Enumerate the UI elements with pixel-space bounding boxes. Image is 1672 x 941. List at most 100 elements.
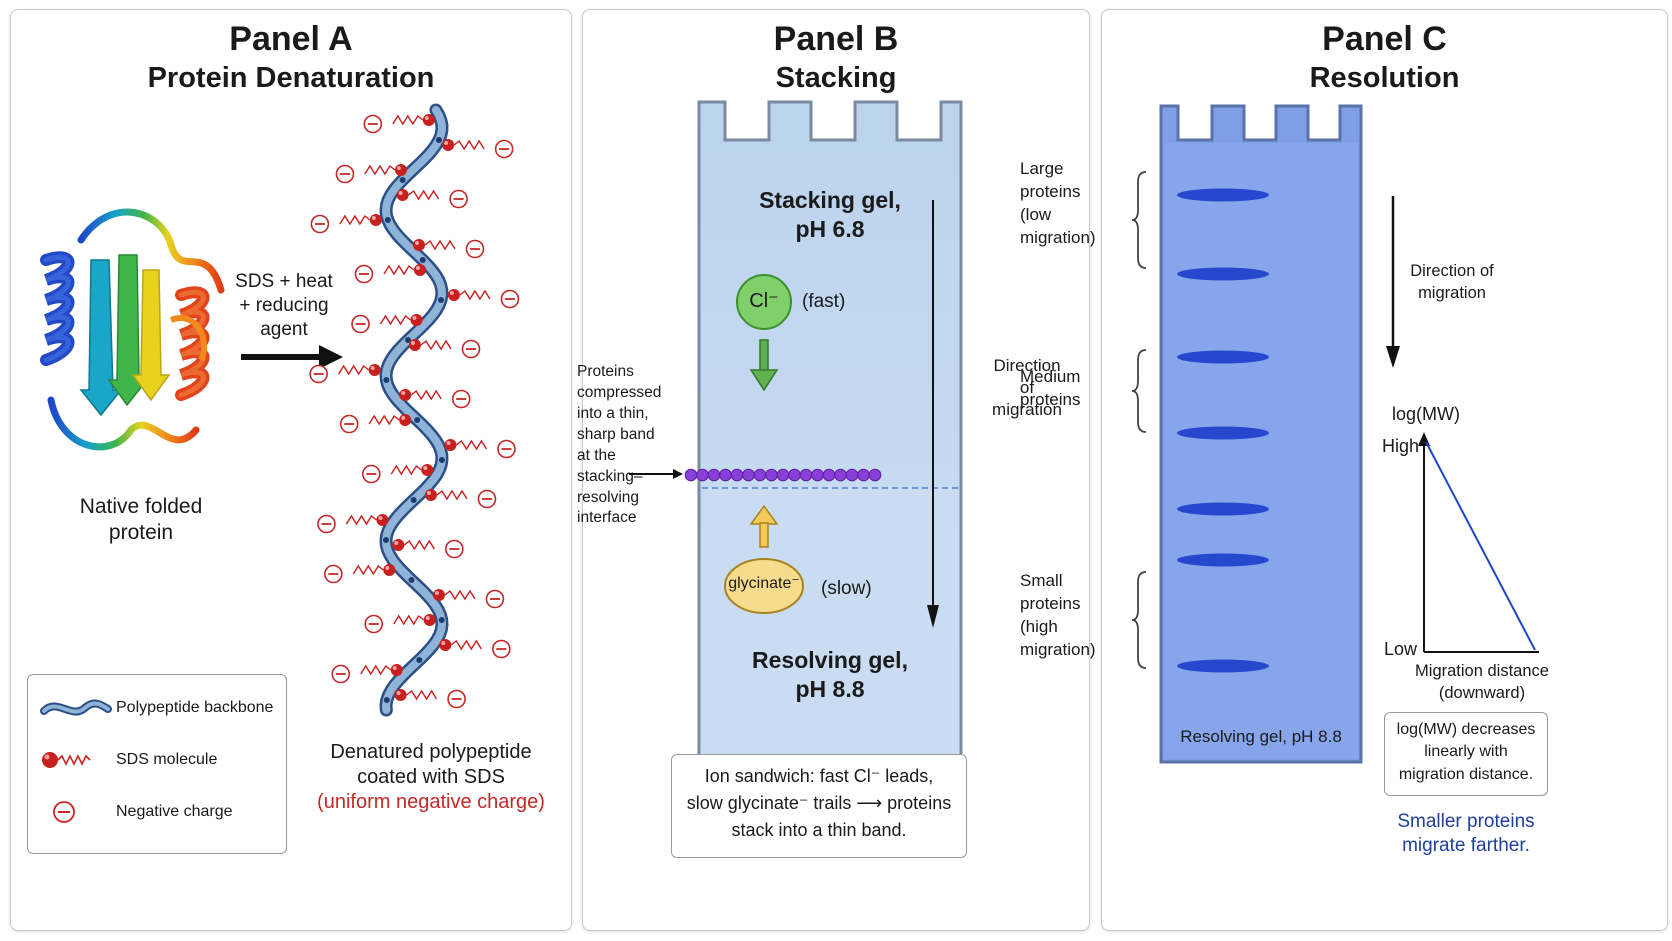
- sds-head: [369, 214, 382, 226]
- relation-box: log(MW) decreases linearly with migratio…: [1384, 712, 1548, 796]
- legend-backbone: Polypeptide backbone: [38, 693, 273, 723]
- glycinate-speed: (slow): [821, 578, 872, 599]
- backbone-icon: [40, 699, 112, 716]
- protein-bead: [811, 468, 824, 482]
- sds-tail: [453, 139, 485, 151]
- protein-bead: [845, 468, 859, 482]
- sds-highlight: [394, 541, 399, 545]
- sds-tail: [450, 639, 482, 651]
- sds-highlight: [401, 416, 406, 420]
- sds-tail: [410, 389, 442, 401]
- panel-b-title: Panel B: [773, 20, 899, 58]
- treatment-label: SDS + heat + reducing agent: [235, 271, 333, 340]
- native-protein-ribbon: [40, 208, 225, 451]
- sds-tail: [392, 114, 424, 126]
- plot-ylabel: log(MW): [1392, 404, 1460, 424]
- glycinate-ion: [724, 558, 804, 614]
- sds-tail: [393, 614, 425, 626]
- sds-head: [442, 139, 455, 151]
- ion-sandwich-summary: Ion sandwich: fast Cl⁻ leads, slow glyci…: [671, 754, 967, 858]
- panel-c-subtitle: Resolution: [1309, 62, 1460, 94]
- protein-bead: [753, 468, 767, 482]
- sds-tail: [459, 289, 491, 301]
- interface-note: Proteins compressed into a thin, sharp b…: [577, 363, 662, 527]
- large-proteins-brace: [1131, 171, 1147, 269]
- sds-highlight: [392, 666, 397, 670]
- denatured-polypeptide: [309, 103, 520, 717]
- glycinate-label: glycinate⁻: [728, 575, 800, 592]
- sds-tail: [379, 314, 411, 326]
- sds-tail: [406, 689, 438, 701]
- sds-highlight: [426, 491, 431, 495]
- sds-tail: [338, 364, 370, 376]
- sds-tail: [390, 464, 422, 476]
- protein-bead: [822, 468, 836, 482]
- chloride-ion: [736, 274, 792, 330]
- backbone-node: [405, 337, 412, 343]
- sds-head: [376, 514, 389, 526]
- sds-head: [394, 164, 407, 176]
- conclusion: Smaller proteins migrate farther.: [1397, 811, 1535, 856]
- chloride-down-arrow: [749, 339, 779, 392]
- sds-tail: [383, 264, 415, 276]
- small-proteins-brace: [1131, 571, 1147, 669]
- panel-b-subtitle: Stacking: [775, 62, 897, 94]
- protein-bead: [868, 468, 882, 482]
- plot-xlabel: Migration distance (downward): [1415, 662, 1549, 703]
- mw-migration-plot: [1418, 432, 1539, 653]
- sds-head: [423, 614, 436, 626]
- sds-highlight: [378, 516, 383, 520]
- stacking-gel-label: Stacking gel, pH 6.8: [759, 187, 901, 242]
- backbone-node: [435, 137, 442, 143]
- glycinate-up-arrow: [749, 504, 779, 548]
- sds-highlight: [415, 266, 420, 270]
- panel-a-title: Panel A: [229, 20, 353, 58]
- mw-trend-line: [1425, 441, 1536, 651]
- sds-tail: [424, 239, 456, 251]
- stacked-protein-band: [684, 468, 882, 482]
- gel-band: [1177, 502, 1269, 516]
- sds-tail: [456, 439, 488, 451]
- sds-highlight: [412, 316, 417, 320]
- sds-highlight: [396, 691, 401, 695]
- denatured-label: Denatured polypeptide coated with SDS (u…: [301, 740, 561, 815]
- legend-charge: Negative charge: [38, 797, 233, 827]
- sds-highlight: [423, 466, 428, 470]
- protein-bead: [788, 468, 801, 482]
- direction-label-c: Direction of migration: [1410, 262, 1494, 303]
- negative-charge-icon: [53, 801, 75, 823]
- protein-bead: [742, 468, 755, 482]
- sds-tail: [408, 189, 440, 201]
- sds-molecule-icon: [42, 752, 91, 768]
- sds-highlight: [396, 166, 401, 170]
- protein-bead: [696, 468, 709, 482]
- protein-bead: [719, 468, 732, 482]
- backbone-node: [410, 497, 417, 503]
- direction-label-b: Direction of migration: [992, 356, 1062, 420]
- backbone-node: [438, 457, 445, 463]
- uniform-charge-note: (uniform negative charge): [317, 791, 545, 813]
- panel-a-subtitle: Protein Denaturation: [147, 62, 435, 94]
- backbone-node: [438, 617, 445, 623]
- protein-bead: [799, 468, 813, 482]
- resolving-gel-label-c: Resolving gel, pH 8.8: [1180, 727, 1342, 746]
- sds-tail: [420, 339, 452, 351]
- backbone-node: [414, 417, 421, 423]
- sds-tail: [436, 489, 468, 501]
- panel-a: Panel A Protein Denaturation: [10, 9, 572, 931]
- protein-bead: [834, 468, 847, 482]
- sds-tail: [352, 564, 384, 576]
- sds-highlight: [441, 641, 446, 645]
- plot-high-label: High: [1382, 436, 1420, 456]
- gel-band: [1177, 350, 1269, 364]
- panel-b: Panel B Stacking Stacking gel, pH 6.8 Cl…: [577, 9, 1090, 931]
- sds-head: [383, 564, 396, 576]
- sds-tail: [360, 664, 392, 676]
- gel-band: [1177, 267, 1269, 281]
- medium-proteins-brace: [1131, 349, 1147, 433]
- backbone-core: [381, 106, 447, 714]
- sds-tail: [403, 539, 435, 551]
- sds-tail: [345, 514, 377, 526]
- legend-sds: SDS molecule: [38, 745, 217, 775]
- backbone-node: [383, 377, 390, 383]
